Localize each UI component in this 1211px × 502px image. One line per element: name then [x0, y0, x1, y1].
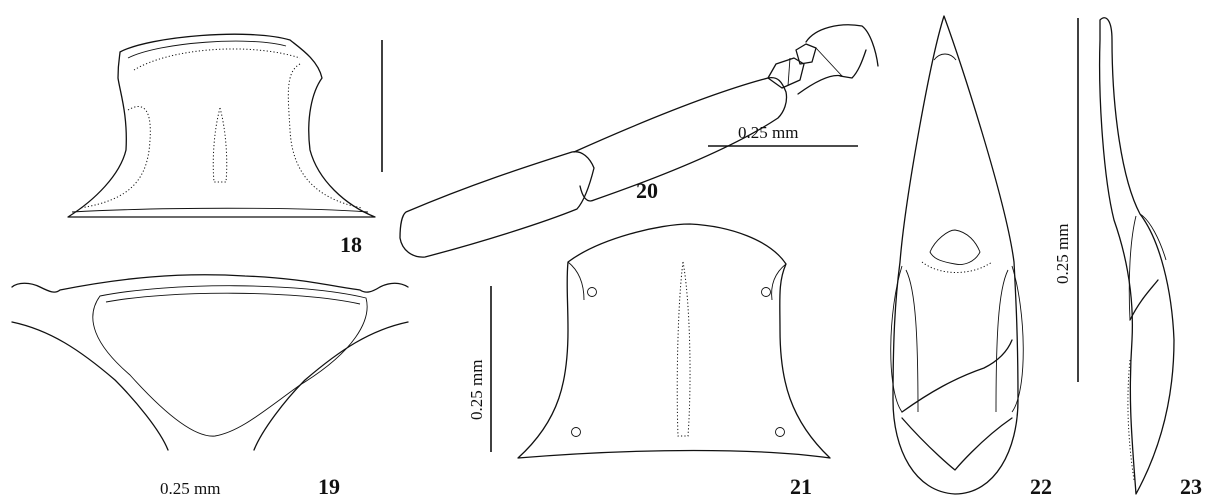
figure-19-label: 19 [318, 474, 340, 499]
figure-23-aedeagus-lateral: 23 [1098, 17, 1202, 499]
figure-20-scale-label: 0.25 mm [738, 123, 798, 142]
figure-21-pronotum: 0.25 mm 21 [467, 223, 831, 499]
figure-18-pronotum: 18 [67, 33, 383, 257]
figure-22-aedeagus-dorsal: 0.25 mm 22 [890, 15, 1079, 499]
figure-21-label: 21 [790, 474, 812, 499]
figure-19-scale-label: 0.25 mm [160, 479, 220, 498]
figure-19-prosternum: 0.25 mm 19 [11, 274, 409, 499]
figure-21-scale-label: 0.25 mm [467, 360, 486, 420]
figure-18-label: 18 [340, 232, 362, 257]
figure-20-label: 20 [636, 178, 658, 203]
figure-22-scale-label: 0.25 mm [1053, 224, 1072, 284]
figure-23-label: 23 [1180, 474, 1202, 499]
figure-22-label: 22 [1030, 474, 1052, 499]
figure-20-antenna: 0.25 mm 20 [399, 24, 879, 258]
